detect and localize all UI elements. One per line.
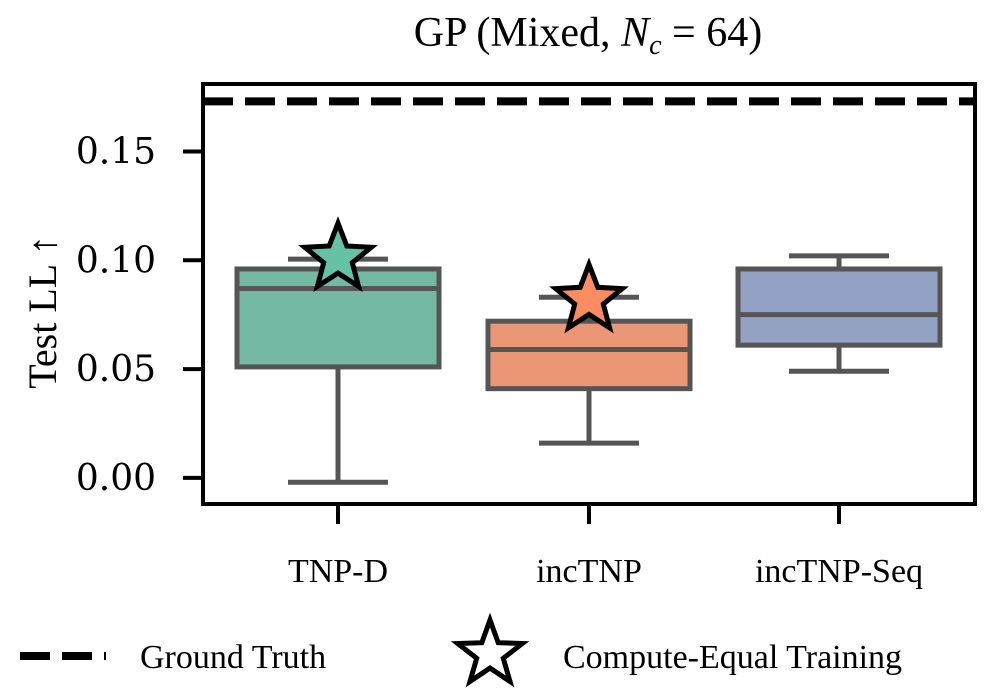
compute-equal-star-1 — [549, 257, 629, 334]
title-suffix: = 64) — [662, 10, 763, 56]
y-axis-label: Test LL ↑ — [20, 235, 65, 388]
y-tick-label: 0.10 — [76, 240, 156, 281]
legend-label-ground-truth: Ground Truth — [140, 639, 326, 676]
box-body — [234, 266, 442, 370]
x-tick-label: incTNP — [536, 553, 642, 590]
title-prefix: GP (Mixed, — [414, 10, 621, 56]
box-body — [485, 318, 693, 392]
title-subscript: c — [649, 30, 662, 61]
x-tick-label: incTNP-Seq — [755, 553, 923, 590]
box-0 — [234, 256, 442, 485]
box-body — [735, 266, 943, 348]
legend-star-marker — [450, 612, 530, 688]
y-tick-label: 0.00 — [76, 458, 156, 499]
y-tick-label: 0.05 — [76, 349, 156, 390]
box-1 — [485, 294, 693, 446]
box-2 — [735, 253, 943, 374]
x-tick-label: TNP-D — [288, 553, 388, 590]
y-tick-label: 0.15 — [76, 131, 156, 172]
compute-equal-star-0 — [298, 216, 378, 293]
chart-title: GP (Mixed, Nc = 64) — [414, 10, 762, 61]
legend: Ground Truth Compute-Equal Training — [20, 612, 902, 688]
title-variable: N — [620, 10, 651, 56]
legend-label-compute-equal: Compute-Equal Training — [563, 639, 902, 676]
